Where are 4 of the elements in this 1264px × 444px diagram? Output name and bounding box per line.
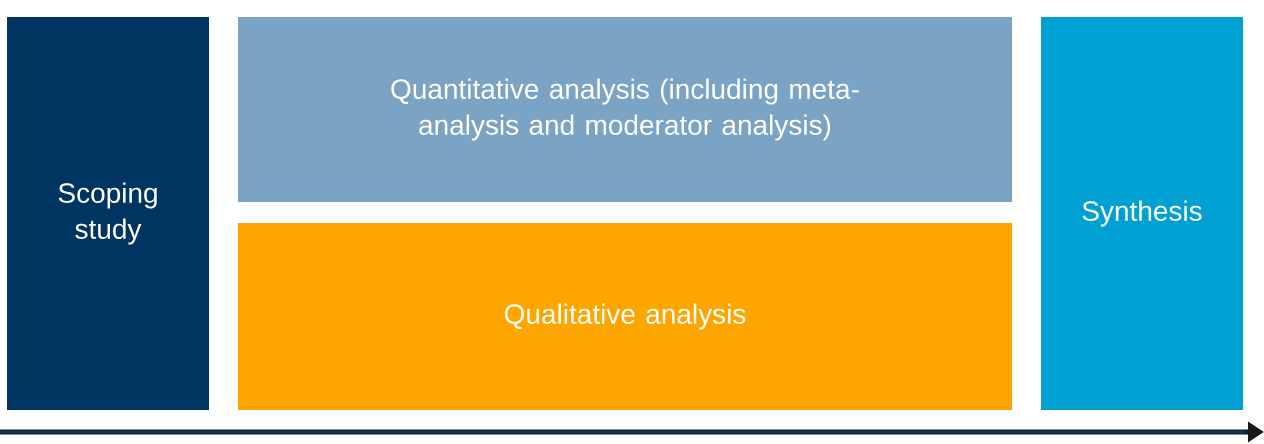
process-box: Quantitative analysis (including meta-analysis and moderator analysis) <box>238 17 1012 202</box>
process-box: Scoping study <box>7 17 209 410</box>
process-box: Synthesis <box>1041 17 1243 410</box>
process-box: Qualitative analysis <box>238 223 1012 410</box>
